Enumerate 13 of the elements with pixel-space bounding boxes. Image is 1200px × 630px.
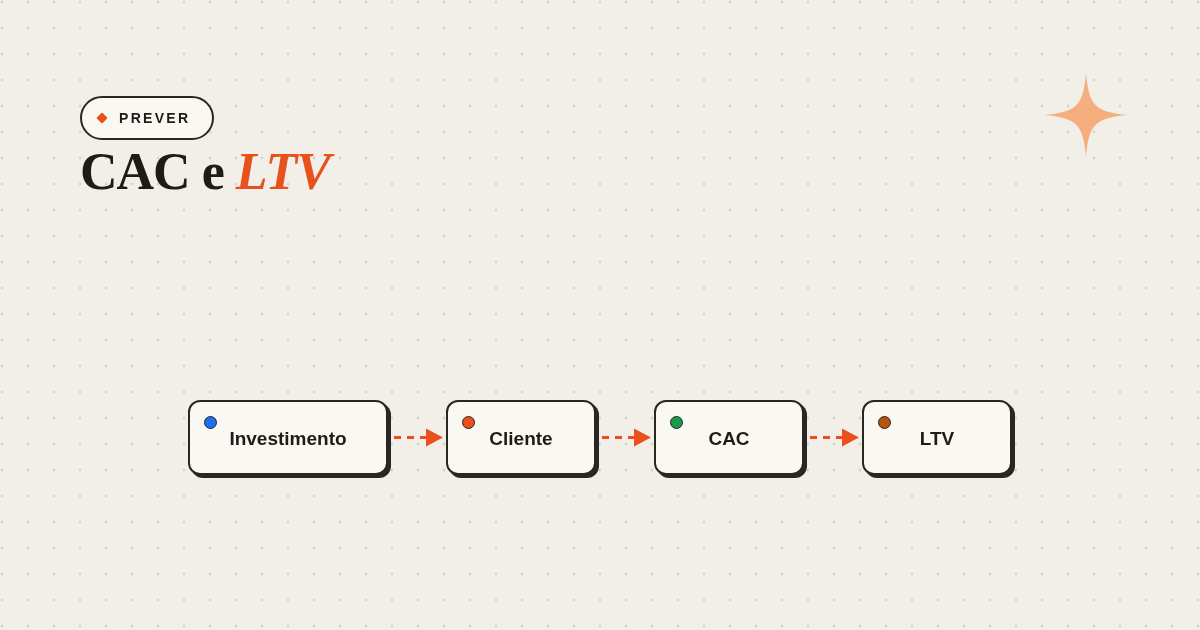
process-card (188, 400, 388, 475)
tag-pill (80, 96, 215, 140)
dashed-arrow (602, 428, 651, 447)
dashed-arrow (810, 428, 859, 447)
process-card (654, 400, 804, 475)
node-label: Investimento (229, 427, 347, 451)
tag-label: PREVER (119, 108, 191, 128)
process-card (446, 400, 596, 475)
dashed-arrow (394, 428, 443, 447)
node-label: LTV (919, 427, 955, 451)
node-label: Cliente (489, 427, 553, 451)
process-card (862, 400, 1012, 475)
node-label: CAC (708, 427, 750, 451)
